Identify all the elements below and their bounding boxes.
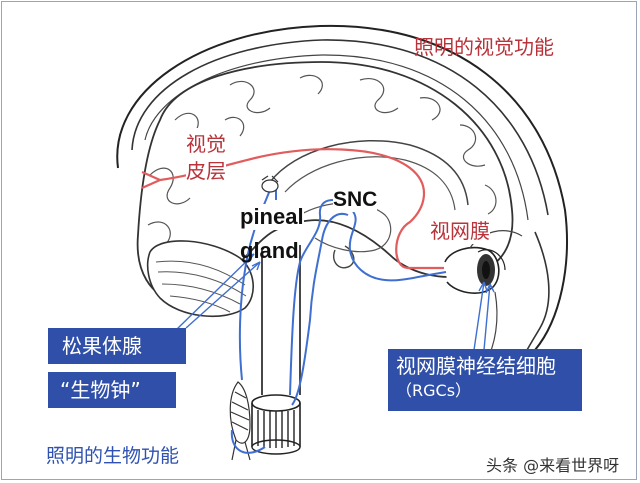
rgc-label-line1: 视网膜神经结细胞: [396, 354, 556, 378]
diagram-title: 照明的视觉功能: [414, 35, 554, 59]
pineal-label-line1: pineal: [240, 204, 304, 230]
pineal-label-line2: gland: [240, 238, 299, 263]
skull-outline: [116, 24, 568, 351]
corpus-callosum-inner: [284, 156, 456, 211]
spinal-cord-section: [251, 394, 301, 455]
visual-cortex-label-line1: 视觉: [186, 128, 226, 157]
rgc-label-line2: （RGCs）: [396, 381, 472, 400]
retina-label: 视网膜: [430, 215, 490, 244]
pineal-callout-arrows: [175, 253, 261, 331]
bio-clock-box: “生物钟”: [48, 372, 176, 408]
scalp-outline: [131, 39, 549, 216]
pineal-gland: [261, 175, 279, 193]
visual-cortex-label-line2: 皮层: [186, 155, 226, 184]
watermark: 头条 @来看世界呀: [486, 456, 620, 475]
cerebellum-folia: [155, 260, 247, 313]
snc-label: SNC: [333, 188, 378, 212]
pineal-cn-box: 松果体腺: [48, 328, 186, 364]
rgc-box: 视网膜神经结细胞 （RGCs）: [388, 349, 582, 411]
corpus-callosum: [269, 139, 469, 206]
biological-function-caption: 照明的生物功能: [46, 445, 180, 467]
superior-cervical-ganglion: [229, 381, 251, 461]
eye: [444, 246, 506, 294]
rgc-callout-arrows: [473, 281, 495, 351]
visual-cortex-marker: [141, 170, 161, 190]
